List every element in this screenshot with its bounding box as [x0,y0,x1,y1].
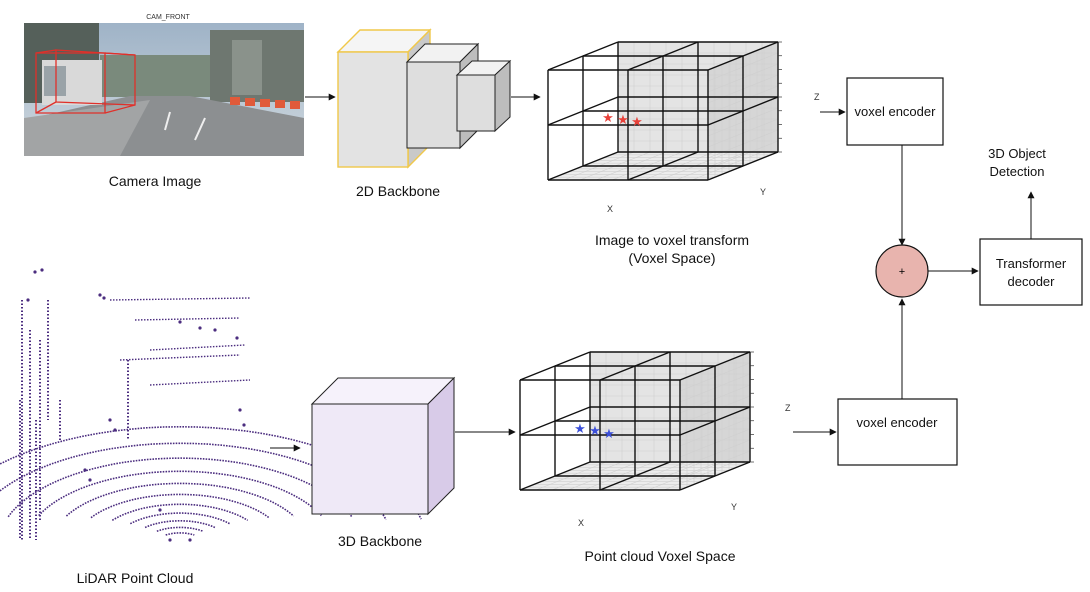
voxel-top-axis-x: X [607,204,613,214]
output-label-line2: Detection [990,164,1045,179]
voxel-space-bottom: ★★★ [519,351,754,491]
fusion-symbol: + [899,266,905,278]
voxel-star-marker: ★ [603,426,615,441]
backbone-3d-label: 3D Backbone [338,533,422,549]
voxel-top-label-line1: Image to voxel transform [595,232,749,248]
voxel-star-marker: ★ [574,421,586,436]
voxel-encoder-top [846,77,944,146]
output-label-line1: 3D Object [988,146,1046,161]
voxel-bottom-axis-z: Z [785,403,791,413]
camera-label: Camera Image [109,173,202,189]
backbone-2d-front [337,51,409,168]
voxel-encoder-top-label: voxel encoder [855,104,937,119]
decoder-label-line2: decoder [1008,274,1056,289]
voxel-star-marker: ★ [631,114,643,129]
decoder-label-line1: Transformer [996,256,1067,271]
voxel-space-top: ★★★ [547,41,782,181]
voxel-star-marker: ★ [589,423,601,438]
voxel-bottom-label: Point cloud Voxel Space [585,548,736,564]
voxel-bottom-axis-y: Y [731,502,737,512]
backbone-2d-label: 2D Backbone [356,183,440,199]
voxel-top-axis-y: Y [760,187,766,197]
voxel-top-axis-z: Z [814,92,820,102]
voxel-top-label-line2: (Voxel Space) [628,250,715,266]
camera-caption: CAM_FRONT [146,14,190,21]
voxel-bottom-axis-x: X [578,518,584,528]
voxel-encoder-bottom [837,398,958,466]
voxel-star-marker: ★ [602,110,614,125]
lidar-label: LiDAR Point Cloud [77,570,194,586]
voxel-star-marker: ★ [617,112,629,127]
backbone-3d-icon [310,376,456,516]
transformer-decoder-box [979,238,1083,306]
backbone-2d-icon [336,28,512,169]
camera-image: CAM_FRONT [24,14,304,156]
voxel-encoder-bottom-label: voxel encoder [857,415,939,430]
